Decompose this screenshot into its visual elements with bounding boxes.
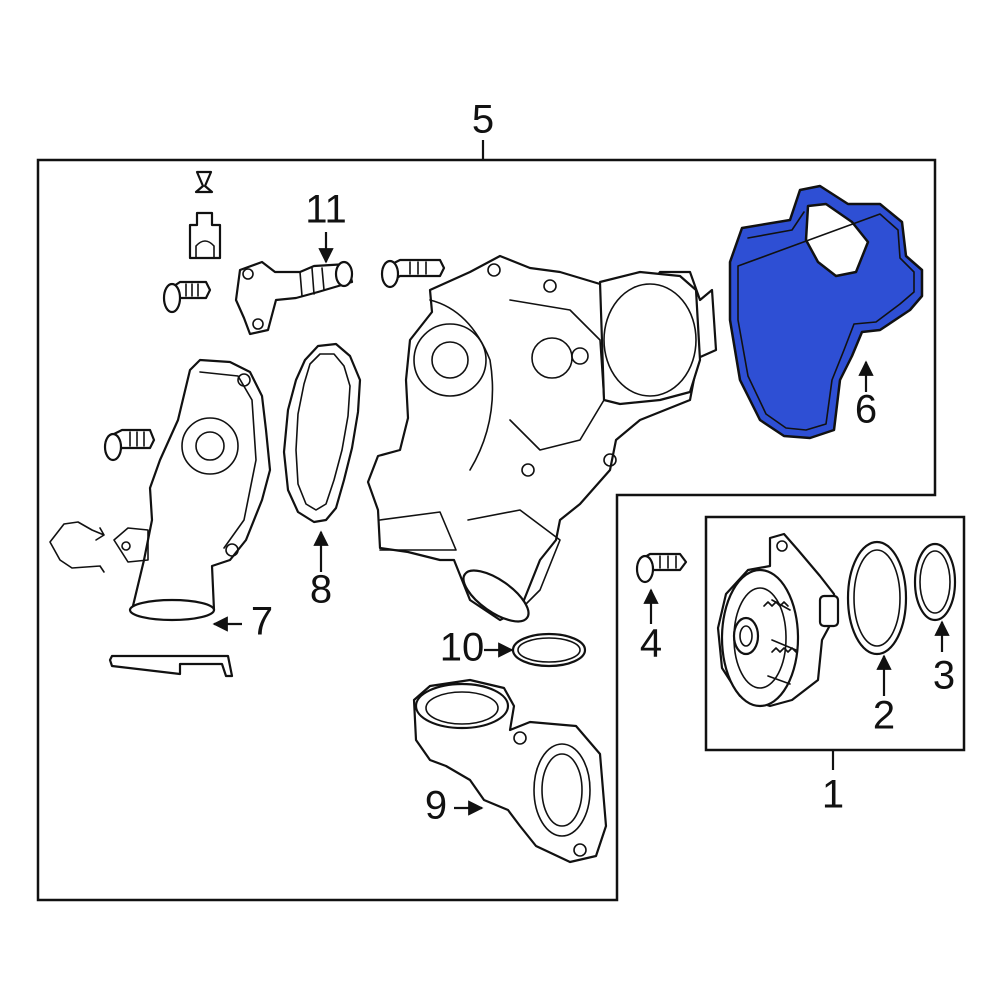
seal-ring-2: [846, 540, 908, 656]
connector-symbol-icon: [188, 170, 222, 260]
callout-10: 10: [440, 626, 485, 670]
assembly-5-frame: [36, 158, 937, 902]
pump-gasket-highlighted: [728, 184, 924, 440]
callout-2: 2: [873, 694, 895, 738]
callout-1: 1: [822, 773, 844, 817]
seal-ring-3-inner: [919, 550, 951, 614]
bolt-4: [635, 552, 688, 584]
callout-7: 7: [251, 600, 273, 644]
temperature-sensor: [234, 260, 354, 336]
pump-gasket-highlighted-cutout: [804, 202, 870, 278]
bolt-upper-center: [380, 258, 446, 289]
bolt-upper-left: [162, 280, 212, 314]
pump-gasket-inner-edge: [737, 211, 915, 431]
callout-3: 3: [933, 654, 955, 698]
callout-4: 4: [640, 622, 662, 666]
retaining-clip: [49, 521, 105, 573]
thermostat-housing: [113, 358, 272, 622]
seal-ring-3: [913, 542, 957, 622]
seal-ring-2-inner: [853, 549, 901, 647]
housing-gasket: [282, 342, 362, 524]
callout-9: 9: [425, 784, 447, 828]
callout-11: 11: [305, 188, 347, 232]
assembly-1-frame: [704, 515, 966, 752]
callout-6: 6: [855, 388, 877, 432]
bolt-left: [103, 428, 156, 462]
pump-impeller-assembly: [716, 532, 840, 708]
coolant-outlet: [412, 678, 608, 864]
water-pump-housing: [366, 254, 718, 623]
callout-5: 5: [472, 98, 494, 142]
o-ring-10-inner: [517, 637, 581, 663]
callout-8: 8: [310, 568, 332, 612]
seal-strip: [108, 654, 234, 678]
housing-gasket-inner: [295, 353, 351, 511]
